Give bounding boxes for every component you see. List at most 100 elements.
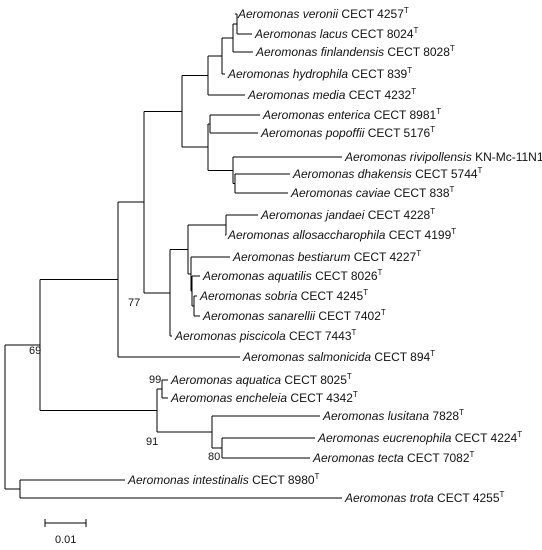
taxon-strain: CECT 7082	[404, 451, 470, 465]
taxon-strain: CECT 839	[348, 67, 407, 81]
taxon-strain: CECT 4224	[451, 431, 517, 445]
taxon-strain: CECT 4227	[350, 250, 416, 264]
type-strain-mark: T	[353, 390, 358, 399]
taxon-strain: CECT 7402	[315, 309, 381, 323]
type-strain-mark: T	[411, 87, 416, 96]
bootstrap-value: 99	[149, 374, 161, 386]
taxon-strain: CECT 8026	[312, 269, 378, 283]
taxon-label: Aeromonas media CECT 4232T	[247, 87, 416, 102]
taxon-strain: CECT 8028	[384, 45, 450, 59]
taxon-strain: CECT 8024	[348, 27, 414, 41]
type-strain-mark: T	[352, 328, 357, 337]
taxon-label: Aeromonas intestinalis CECT 8980T	[127, 472, 320, 487]
taxon-label: Aeromonas tecta CECT 7082T	[312, 450, 475, 465]
type-strain-mark: T	[381, 308, 386, 317]
scale-bar-label: 0.01	[55, 534, 76, 546]
taxon-label: Aeromonas caviae CECT 838T	[290, 185, 455, 200]
type-strain-mark: T	[363, 288, 368, 297]
taxon-label: Aeromonas veronii CECT 4257T	[237, 6, 409, 21]
taxon-label: Aeromonas encheleia CECT 4342T	[170, 390, 358, 405]
taxon-strain: CECT 4199	[385, 228, 451, 242]
type-strain-mark: T	[430, 207, 435, 216]
taxon-species: Aeromonas bestiarum	[232, 250, 350, 264]
taxon-species: Aeromonas sobria	[199, 289, 298, 303]
bootstrap-values: 77 69 99 91 80	[29, 297, 220, 463]
taxon-label: Aeromonas sanarellii CECT 7402T	[202, 308, 386, 323]
bootstrap-value: 69	[29, 345, 41, 357]
taxon-species: Aeromonas aquatilis	[202, 269, 312, 283]
taxon-strain: CECT 8981	[370, 108, 436, 122]
taxon-strain: CECT 838	[390, 186, 449, 200]
taxon-label: Aeromonas hydrophila CECT 839T	[227, 66, 412, 81]
type-strain-mark: T	[315, 472, 320, 481]
taxon-species: Aeromonas caviae	[290, 186, 391, 200]
taxon-label: Aeromonas salmonicida CECT 894T	[242, 349, 435, 364]
taxon-species: Aeromonas trota	[344, 491, 434, 505]
type-strain-mark: T	[430, 125, 435, 134]
taxon-species: Aeromonas dhakensis	[292, 167, 412, 181]
taxon-label: Aeromonas rivipollensis KN-Mc-11N1	[344, 150, 542, 164]
taxon-species: Aeromonas lacus	[254, 27, 348, 41]
taxon-species: Aeromonas allosaccharophila	[227, 228, 386, 242]
bootstrap-value: 91	[146, 436, 158, 448]
type-strain-mark: T	[436, 107, 441, 116]
taxon-strain: CECT 4342	[287, 391, 353, 405]
taxon-species: Aeromonas rivipollensis	[344, 150, 472, 164]
type-strain-mark: T	[414, 26, 419, 35]
taxon-species: Aeromonas lusitana	[322, 409, 429, 423]
tree-branches	[4, 13, 342, 499]
taxon-strain: KN-Mc-11N1	[472, 150, 542, 164]
taxon-label: Aeromonas finlandensis CECT 8028T	[255, 44, 455, 59]
taxon-species: Aeromonas aquatica	[170, 373, 281, 387]
taxon-label: Aeromonas enterica CECT 8981T	[262, 107, 441, 122]
taxon-label: Aeromonas popoffii CECT 5176T	[260, 125, 435, 140]
taxon-species: Aeromonas enterica	[262, 108, 371, 122]
bootstrap-value: 77	[128, 297, 140, 309]
taxon-species: Aeromonas piscicola	[174, 329, 286, 343]
taxon-strain: CECT 5744	[412, 167, 478, 181]
taxon-strain: CECT 4228	[364, 208, 430, 222]
taxon-label: Aeromonas piscicola CECT 7443T	[174, 328, 357, 343]
taxon-strain: CECT 8025	[281, 373, 347, 387]
taxon-species: Aeromonas eucrenophila	[317, 431, 452, 445]
taxon-strain: CECT 8980	[249, 473, 315, 487]
type-strain-mark: T	[450, 44, 455, 53]
taxon-species: Aeromonas intestinalis	[127, 473, 249, 487]
scale-bar: 0.01	[44, 519, 87, 546]
taxon-species: Aeromonas salmonicida	[242, 350, 371, 364]
taxon-label: Aeromonas dhakensis CECT 5744T	[292, 166, 483, 181]
taxon-label: Aeromonas trota CECT 4255T	[344, 490, 505, 505]
taxon-label: Aeromonas sobria CECT 4245T	[199, 288, 368, 303]
type-strain-mark: T	[451, 227, 456, 236]
taxon-strain: CECT 894	[371, 350, 430, 364]
type-strain-mark: T	[430, 349, 435, 358]
taxon-label: Aeromonas lusitana 7828T	[322, 408, 464, 423]
taxon-strain: CECT 4257	[338, 7, 404, 21]
taxon-strain: CECT 5176	[364, 126, 430, 140]
bootstrap-value: 80	[208, 451, 220, 463]
type-strain-mark: T	[470, 450, 475, 459]
taxon-strain: 7828	[429, 409, 459, 423]
taxon-species: Aeromonas tecta	[312, 451, 404, 465]
taxon-strain: CECT 4255	[434, 491, 500, 505]
taxon-strain: CECT 4245	[297, 289, 363, 303]
taxon-species: Aeromonas sanarellii	[202, 309, 315, 323]
taxon-label: Aeromonas aquatilis CECT 8026T	[202, 268, 383, 283]
type-strain-mark: T	[450, 185, 455, 194]
taxon-species: Aeromonas veronii	[237, 7, 338, 21]
type-strain-mark: T	[404, 6, 409, 15]
type-strain-mark: T	[517, 430, 522, 439]
taxon-species: Aeromonas encheleia	[170, 391, 287, 405]
taxon-species: Aeromonas jandaei	[260, 208, 365, 222]
taxon-strain: CECT 7443	[286, 329, 352, 343]
type-strain-mark: T	[500, 490, 505, 499]
type-strain-mark: T	[378, 268, 383, 277]
type-strain-mark: T	[459, 408, 464, 417]
type-strain-mark: T	[416, 249, 421, 258]
taxon-label: Aeromonas aquatica CECT 8025T	[170, 372, 352, 387]
taxon-species: Aeromonas media	[247, 88, 346, 102]
taxon-label: Aeromonas jandaei CECT 4228T	[260, 207, 435, 222]
type-strain-mark: T	[407, 66, 412, 75]
